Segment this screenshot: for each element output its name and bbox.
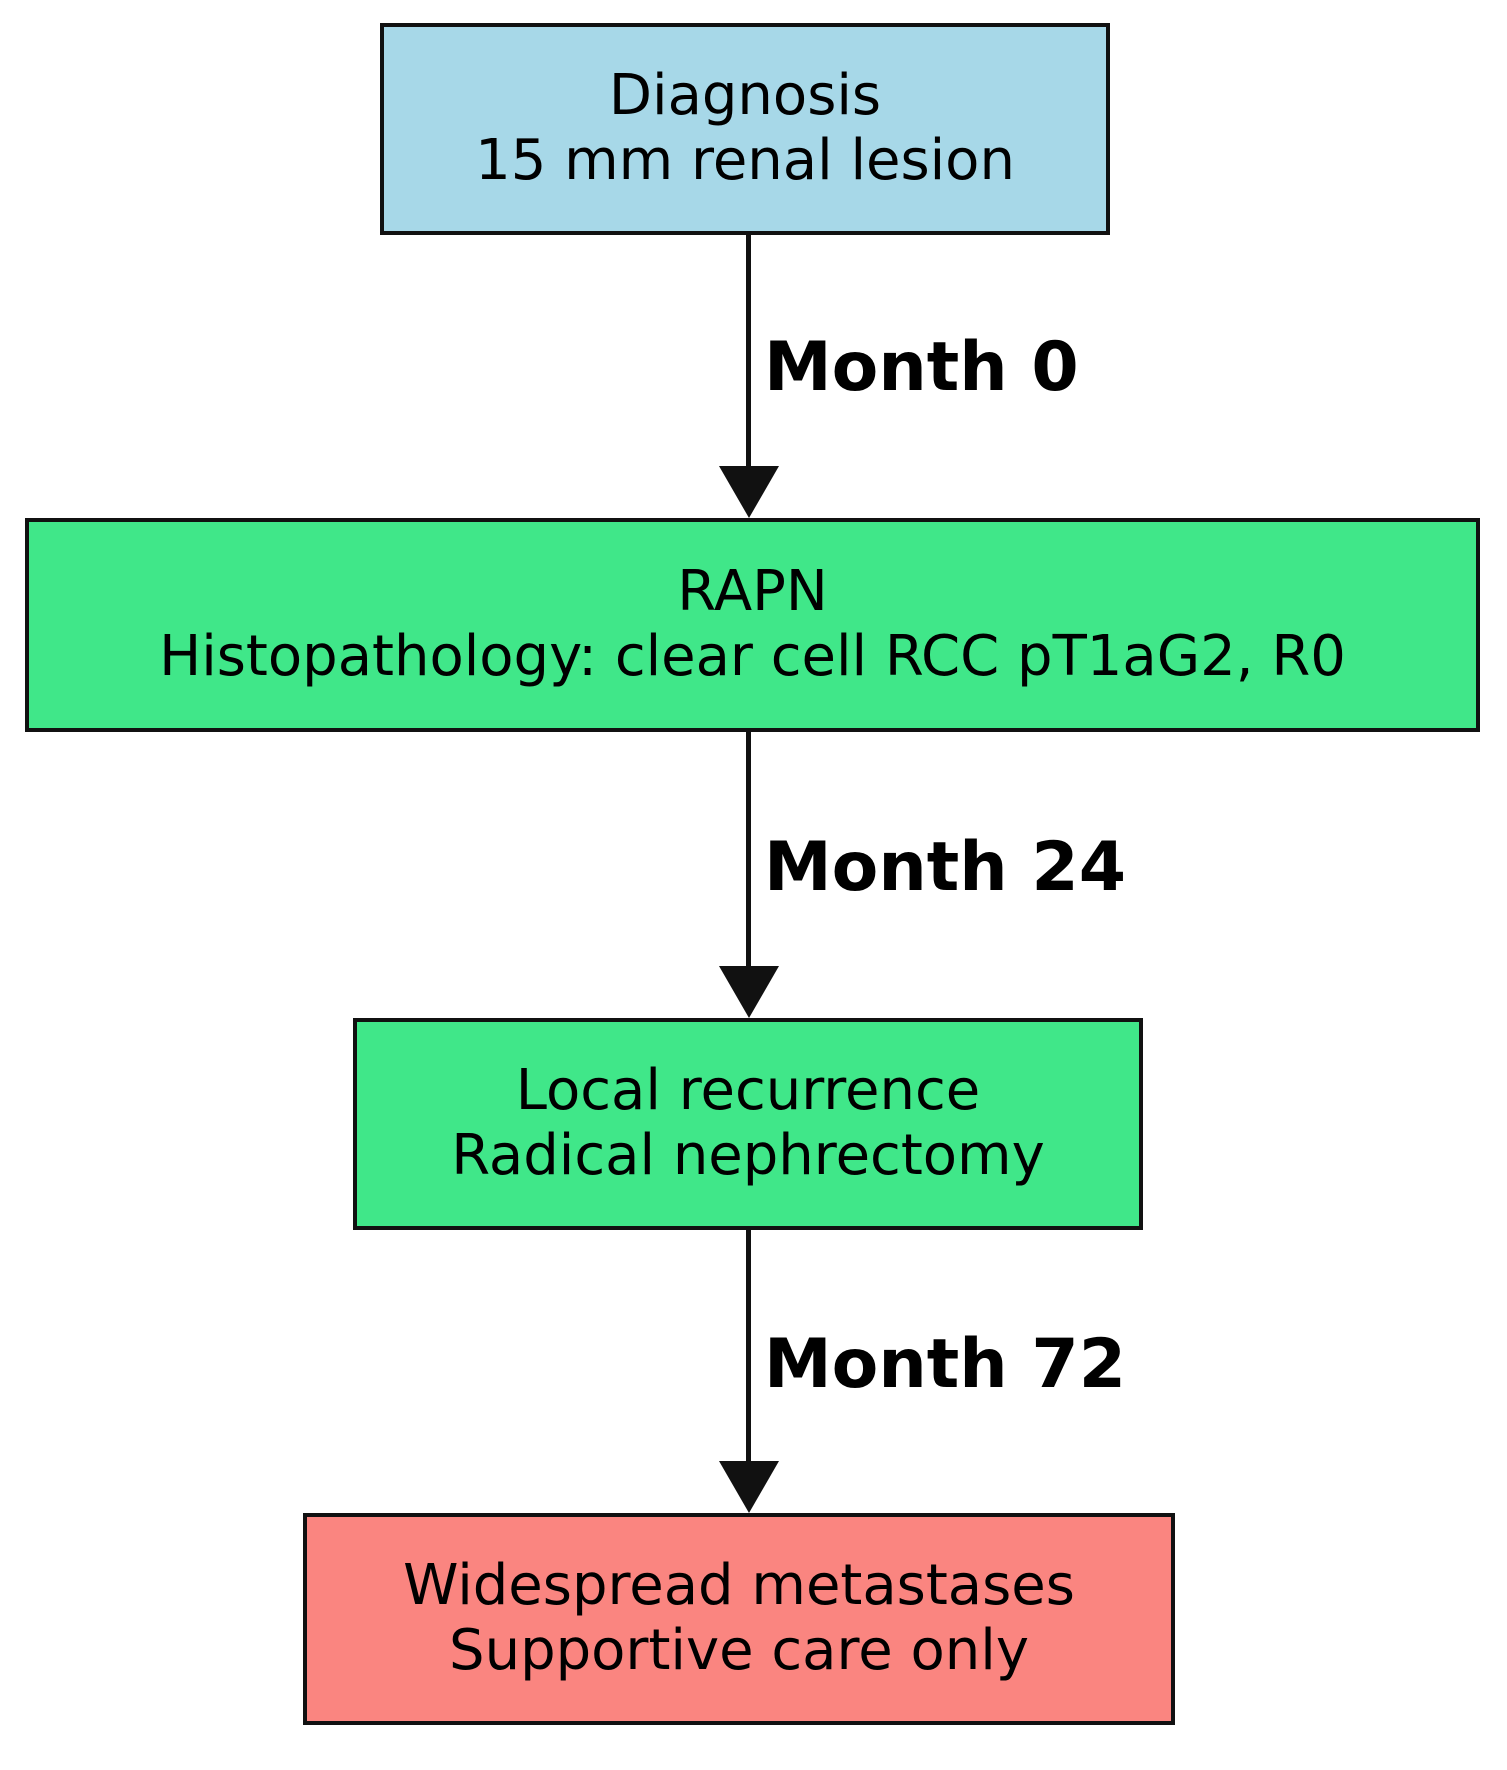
node-widespread-metastases-line2: Supportive care only — [449, 1618, 1029, 1683]
node-widespread-metastases: Widespread metastases Supportive care on… — [303, 1513, 1175, 1725]
arrowhead-down-icon — [719, 966, 779, 1018]
arrowhead-down-icon — [719, 466, 779, 518]
node-rapn-line2: Histopathology: clear cell RCC pT1aG2, R… — [159, 624, 1346, 689]
node-local-recurrence-line1: Local recurrence — [515, 1058, 981, 1124]
node-diagnosis-line2: 15 mm renal lesion — [475, 128, 1015, 193]
node-rapn: RAPN Histopathology: clear cell RCC pT1a… — [25, 518, 1480, 732]
node-rapn-line1: RAPN — [677, 559, 828, 625]
edge-label-month-72: Month 72 — [764, 1325, 1127, 1404]
node-local-recurrence-line2: Radical nephrectomy — [451, 1123, 1045, 1188]
edge-label-month-24: Month 24 — [764, 828, 1127, 907]
node-diagnosis: Diagnosis 15 mm renal lesion — [380, 23, 1110, 235]
edge-label-month-0: Month 0 — [764, 328, 1079, 407]
arrowhead-down-icon — [719, 1461, 779, 1513]
node-widespread-metastases-line1: Widespread metastases — [403, 1553, 1075, 1619]
node-diagnosis-line1: Diagnosis — [608, 63, 882, 129]
arrow-line-month-0 — [746, 235, 751, 468]
arrow-line-month-72 — [746, 1230, 751, 1463]
arrow-line-month-24 — [746, 732, 751, 968]
node-local-recurrence: Local recurrence Radical nephrectomy — [353, 1018, 1143, 1230]
